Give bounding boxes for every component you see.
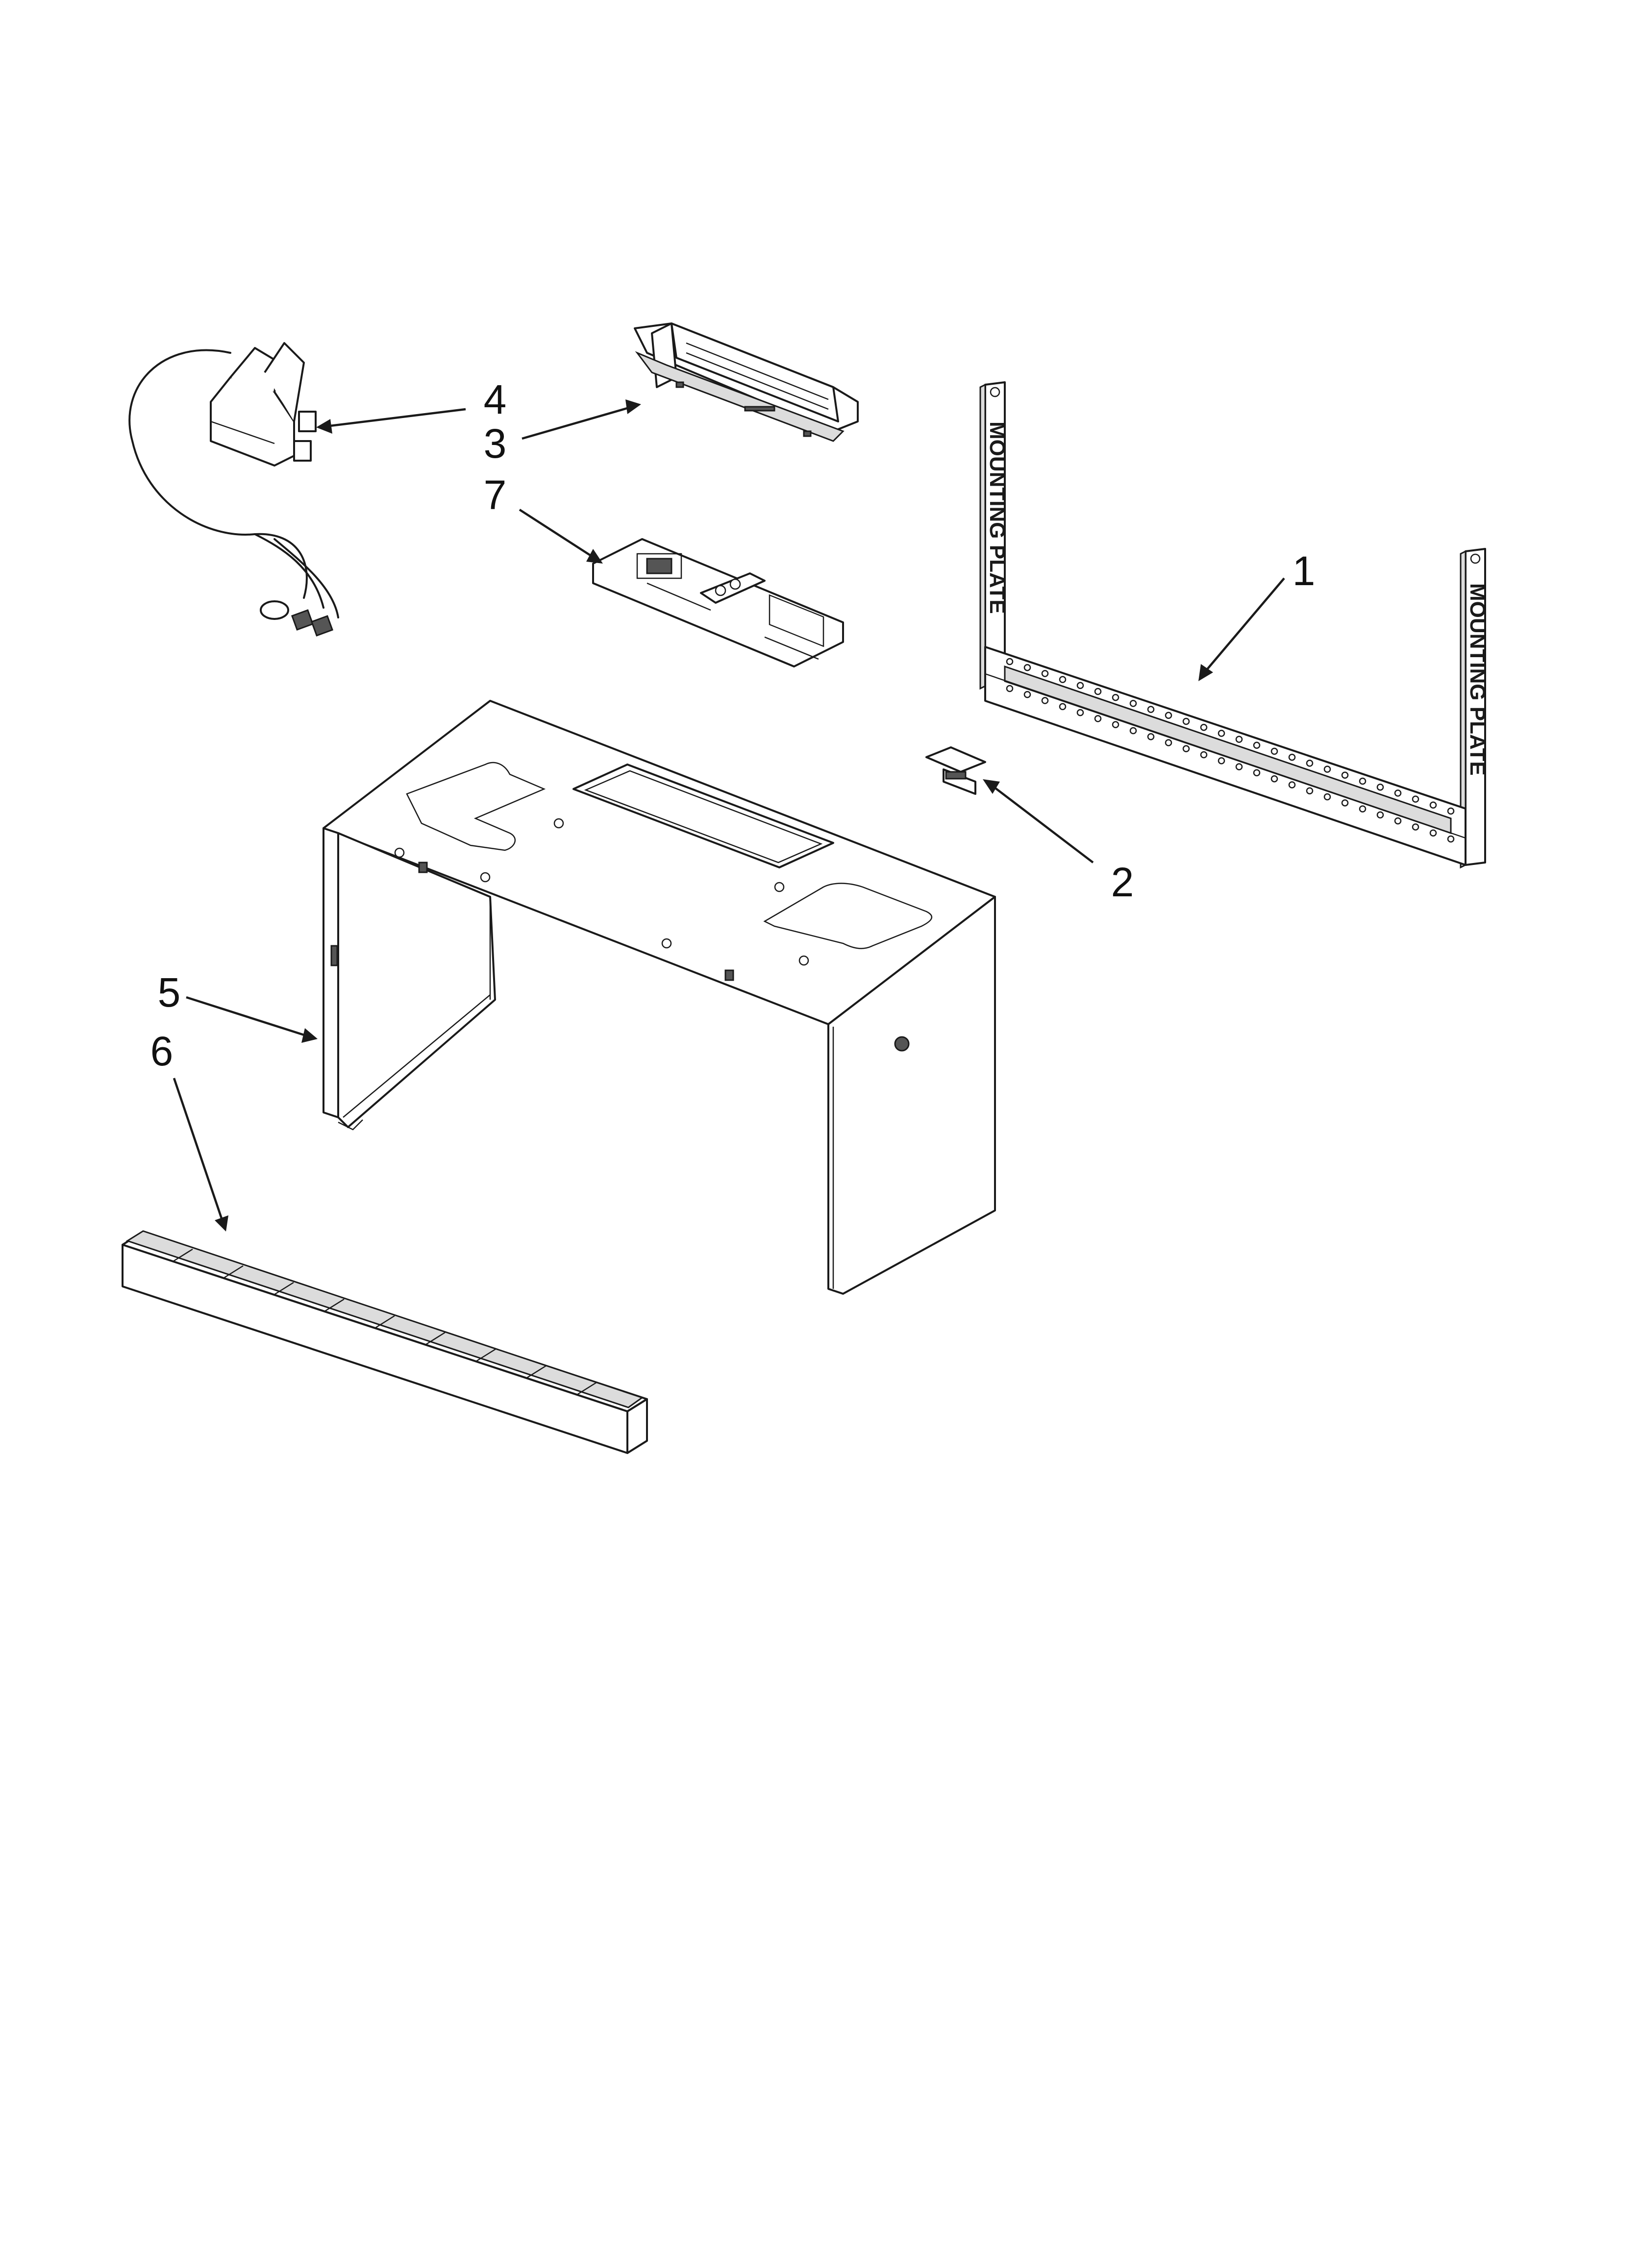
rail-hole (1200, 751, 1208, 759)
grille-rib (576, 1381, 597, 1396)
rail-hole (1429, 801, 1437, 809)
rail-hole (1306, 760, 1314, 767)
grille-rib (374, 1315, 395, 1329)
rail-hole (1076, 682, 1084, 690)
rail-hole (1235, 736, 1243, 743)
rail-hole (1006, 658, 1014, 666)
rail-hole (1270, 747, 1278, 755)
callout-6: 6 (150, 1028, 174, 1074)
rail-hole (1112, 721, 1119, 728)
grille-rib (425, 1331, 446, 1346)
rail-hole (1394, 789, 1402, 797)
rail-hole (1112, 693, 1119, 701)
rail-hole (1270, 775, 1278, 783)
rail-hole (1253, 741, 1261, 749)
rail-hole (1059, 703, 1067, 711)
rail-hole (1218, 730, 1225, 737)
rail-hole (1376, 811, 1384, 819)
rail-hole (1412, 795, 1419, 803)
grille-ribs (173, 1248, 597, 1396)
rail-hole (1165, 712, 1172, 719)
rail-hole (1006, 685, 1014, 692)
clip-part[interactable] (925, 746, 986, 795)
rail-hole (1165, 739, 1172, 746)
mounting-plate-stencil-left: MOUNTING PLATE (985, 421, 1009, 614)
rail-hole (1129, 727, 1137, 735)
callout-3: 3 (483, 420, 507, 467)
filter-duct-part[interactable] (634, 322, 859, 442)
grille-rib (223, 1265, 244, 1279)
rail-hole (1341, 771, 1349, 779)
rail-hole (1288, 753, 1296, 761)
rail-hole (1429, 829, 1437, 837)
rail-hole (1253, 769, 1261, 777)
rail-hole (1359, 777, 1367, 785)
rail-hole (1394, 817, 1402, 825)
callout-1: 1 (1292, 548, 1316, 594)
rail-hole (1359, 805, 1367, 813)
grille-rib (324, 1298, 345, 1312)
rail-hole (1147, 733, 1155, 740)
rail-hole (1182, 745, 1190, 753)
rail-hole (1023, 664, 1031, 671)
rail-hole (1341, 799, 1349, 807)
rail-hole (1023, 691, 1031, 698)
grille-rib (475, 1348, 496, 1362)
callout-7: 7 (483, 472, 507, 518)
rail-hole (1041, 670, 1049, 677)
rail-hole (1147, 706, 1155, 713)
control-bracket-part[interactable] (592, 538, 844, 667)
rail-hole (1182, 717, 1190, 725)
grille-rib (526, 1365, 547, 1379)
callout-arrows (173, 399, 1285, 1232)
grille-rib (173, 1248, 193, 1262)
rail-hole (1412, 823, 1419, 831)
power-cord-part[interactable] (128, 342, 339, 637)
rail-hole (1376, 783, 1384, 791)
mounting-plate-part[interactable]: MOUNTING PLATE MOUNTING PLATE (979, 381, 1490, 869)
rail-hole (1076, 709, 1084, 716)
rail-hole (1447, 807, 1455, 815)
rail-hole (1218, 757, 1225, 764)
rail-hole (1323, 765, 1331, 773)
callout-2: 2 (1111, 859, 1134, 905)
rail-hole (1447, 835, 1455, 843)
rail-hole (1041, 697, 1049, 704)
rail-hole (1235, 763, 1243, 770)
rail-hole (1059, 676, 1067, 683)
mounting-plate-holes (1006, 658, 1455, 843)
rail-hole (1306, 787, 1314, 795)
grille-rib (274, 1282, 294, 1296)
rail-hole (1323, 793, 1331, 801)
cabinet-wrapper-part[interactable] (323, 700, 996, 1295)
rail-hole (1129, 700, 1137, 707)
rail-hole (1094, 715, 1102, 722)
rail-hole (1200, 723, 1208, 731)
callout-5: 5 (157, 969, 181, 1015)
rail-hole (1094, 688, 1102, 695)
vent-grille-part[interactable] (122, 1230, 648, 1454)
callout-4: 4 (483, 376, 507, 422)
rail-hole (1288, 781, 1296, 789)
mounting-plate-stencil-right: MOUNTING PLATE (1466, 583, 1490, 776)
